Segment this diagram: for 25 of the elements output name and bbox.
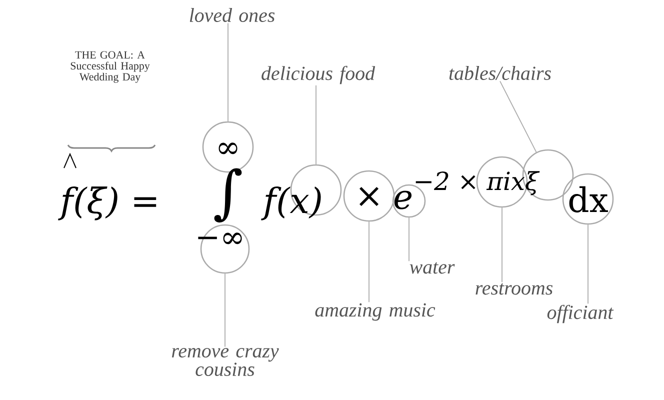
formula-text: e (394, 190, 412, 210)
annotation-text: water (410, 262, 455, 274)
formula-text: −∞ (198, 232, 242, 244)
formula-text: dx (569, 186, 608, 212)
annotation-text: restrooms (476, 283, 553, 295)
annotation-text: delicious food (262, 66, 376, 84)
integral-sign: ∫ (214, 168, 242, 222)
formula-text: f(ξ) = (58, 186, 156, 220)
formula-text: f(x) (261, 186, 321, 220)
highlight-circle (200, 224, 250, 274)
goal-text: THE GOAL: A Successful Happy Wedding Day (70, 51, 150, 83)
annotation-text: loved ones (190, 8, 275, 22)
annotation-text: tables/chairs (449, 66, 551, 80)
highlight-circle (343, 170, 395, 222)
leader-line (368, 221, 370, 303)
formula-text: −2 × πixξ (416, 171, 540, 196)
annotation-text: remove crazy cousins (172, 348, 279, 376)
leader-line (500, 80, 537, 153)
leader-line (224, 273, 226, 348)
annotation-text: officiant (547, 304, 614, 324)
formula-text: ∞ (218, 142, 238, 154)
formula-text: × (360, 186, 379, 206)
annotation-text: amazing music (315, 303, 436, 321)
highlight-circle (562, 173, 614, 225)
leader-line (408, 217, 410, 262)
